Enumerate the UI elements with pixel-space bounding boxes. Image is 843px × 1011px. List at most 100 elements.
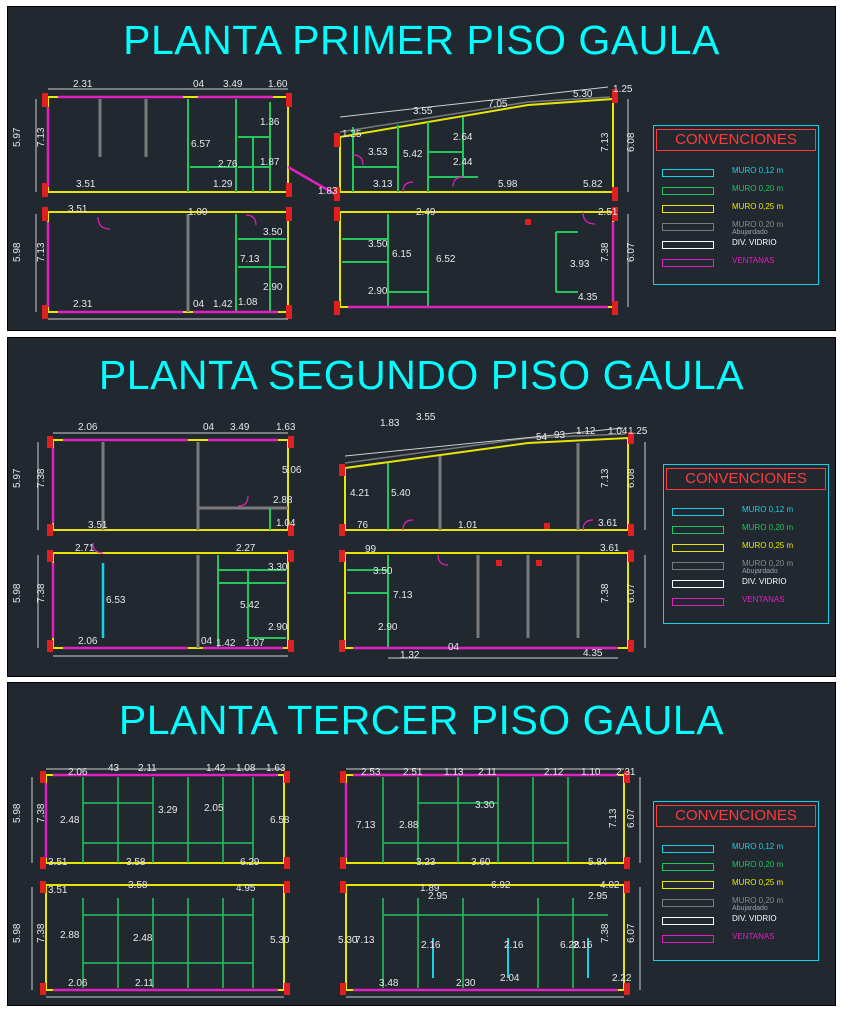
dimension-label: 2.88 bbox=[399, 820, 419, 831]
dimension-label: 4.35 bbox=[578, 292, 598, 303]
dimension-label: 93 bbox=[554, 430, 566, 441]
dimension-label: 2.06 bbox=[78, 636, 98, 647]
legend-swatch bbox=[662, 917, 714, 925]
dimension-label: 6.28 bbox=[560, 940, 580, 951]
dimension-label: 3.30 bbox=[475, 800, 495, 811]
dimension-label: 1.63 bbox=[276, 422, 296, 433]
dimension-label: 2.16 bbox=[504, 940, 524, 951]
dimension-label: 1.25 bbox=[628, 426, 648, 437]
dimension-label: 6.08 bbox=[626, 468, 637, 488]
dimension-label: 6.07 bbox=[626, 923, 637, 943]
dimension-label: 1.32 bbox=[400, 650, 420, 661]
dimension-label: 2.88 bbox=[60, 930, 80, 941]
dimension-label: 3.53 bbox=[368, 147, 388, 158]
legend-label: DIV. VIDRIO bbox=[732, 914, 777, 923]
dimension-label: 3.50 bbox=[373, 566, 393, 577]
dimension-label: 2.06 bbox=[78, 422, 98, 433]
dimension-label: 2.95 bbox=[588, 891, 608, 902]
dimension-label: 3.13 bbox=[373, 179, 393, 190]
legend-swatch bbox=[662, 935, 714, 943]
dimension-label: 2.31 bbox=[73, 79, 93, 90]
dimension-label: 2.12 bbox=[544, 767, 564, 778]
dimension-label: 2.30 bbox=[456, 978, 476, 989]
dimension-label: 6.15 bbox=[392, 249, 412, 260]
dimension-label: 1.42 bbox=[213, 299, 233, 310]
dimension-label: 5.30 bbox=[270, 935, 290, 946]
dimension-label: 7.13 bbox=[36, 242, 47, 262]
dimension-label: 3.51 bbox=[76, 179, 96, 190]
dimension-label: 2.88 bbox=[273, 495, 293, 506]
legend-swatch bbox=[662, 259, 714, 267]
legend-label: MURO 0,12 m bbox=[742, 505, 794, 514]
dimension-label: 5.30 bbox=[573, 89, 593, 100]
dimension-label: 1.25 bbox=[342, 129, 362, 140]
dimension-label: 7.38 bbox=[600, 242, 611, 262]
dimension-label: 04 bbox=[193, 79, 205, 90]
dimension-label: 7.13 bbox=[608, 808, 619, 828]
dimension-label: 2.11 bbox=[135, 978, 154, 989]
legend-sublabel: Abujardado bbox=[742, 568, 778, 575]
dimension-label: 2.95 bbox=[428, 891, 448, 902]
legend-title: CONVENCIONES bbox=[656, 805, 816, 827]
dimension-label: 1.63 bbox=[266, 763, 286, 774]
dimension-label: 2.44 bbox=[453, 157, 473, 168]
panel-title: PLANTA TERCER PISO GAULA bbox=[118, 697, 725, 743]
floor-plan-primer-piso: 2.31043.491.605.977.136.573.512.761.361.… bbox=[12, 79, 637, 320]
dimension-label: 2.53 bbox=[361, 767, 381, 778]
dimension-label: 1.42 bbox=[216, 638, 236, 649]
dimension-label: 7.13 bbox=[240, 254, 260, 265]
dimension-label: 5.98 bbox=[498, 179, 518, 190]
legend-label: VENTANAS bbox=[732, 256, 775, 265]
dimension-label: 6.08 bbox=[626, 132, 637, 152]
legend-label: DIV. VIDRIO bbox=[742, 577, 787, 586]
dimension-label: 2.06 bbox=[68, 767, 88, 778]
dimension-label: 1.08 bbox=[238, 297, 258, 308]
legend-sublabel: Abujardado bbox=[732, 905, 768, 912]
dimension-label: 1.13 bbox=[444, 767, 464, 778]
dimension-label: 7.13 bbox=[356, 820, 376, 831]
dimension-label: 2.11 bbox=[478, 767, 497, 778]
dimension-label: 7.13 bbox=[600, 132, 611, 152]
dimension-label: 1.83 bbox=[318, 186, 338, 197]
dimension-label: 5.98 bbox=[12, 583, 23, 603]
legend-swatch bbox=[662, 223, 714, 231]
dimension-label: 3.51 bbox=[48, 885, 68, 896]
dimension-label: 1.29 bbox=[213, 179, 233, 190]
dimension-label: 2.16 bbox=[421, 940, 441, 951]
dimension-label: 5.06 bbox=[282, 465, 302, 476]
dimension-label: 1.87 bbox=[260, 157, 280, 168]
dimension-label: 3.58 bbox=[126, 857, 146, 868]
dimension-label: 04 bbox=[448, 642, 460, 653]
dimension-label: 76 bbox=[357, 520, 369, 531]
legend-label: MURO 0,25 m bbox=[742, 541, 794, 550]
dimension-label: 3.93 bbox=[570, 259, 590, 270]
dimension-label: 4.35 bbox=[583, 648, 603, 659]
dimension-label: 3.49 bbox=[230, 422, 250, 433]
legend-label: VENTANAS bbox=[732, 932, 775, 941]
dimension-label: 3.61 bbox=[598, 518, 618, 529]
dimension-label: 1.10 bbox=[581, 767, 601, 778]
legend-swatch bbox=[662, 863, 714, 871]
dimension-label: 7.38 bbox=[36, 923, 47, 943]
dimension-label: 04 bbox=[201, 636, 213, 647]
dimension-label: 3.48 bbox=[379, 978, 399, 989]
dimension-label: 6.57 bbox=[191, 139, 211, 150]
dimension-label: 5.82 bbox=[583, 179, 603, 190]
dimension-label: 4.02 bbox=[600, 880, 620, 891]
legend-swatch bbox=[662, 205, 714, 213]
legend-title: CONVENCIONES bbox=[656, 129, 816, 151]
dimension-label: 2.90 bbox=[378, 622, 398, 633]
dimension-label: 2.04 bbox=[500, 973, 520, 984]
legend-swatch bbox=[672, 544, 724, 552]
dimension-label: 1.01 bbox=[458, 520, 478, 531]
dimension-label: 1.36 bbox=[260, 117, 280, 128]
dimension-label: 6.53 bbox=[106, 595, 126, 606]
dimension-label: 6.92 bbox=[491, 880, 511, 891]
dimension-label: 3.50 bbox=[368, 239, 388, 250]
dimension-label: 5.98 bbox=[12, 923, 23, 943]
dimension-label: 2.48 bbox=[60, 815, 80, 826]
dimension-label: 2.27 bbox=[236, 543, 256, 554]
